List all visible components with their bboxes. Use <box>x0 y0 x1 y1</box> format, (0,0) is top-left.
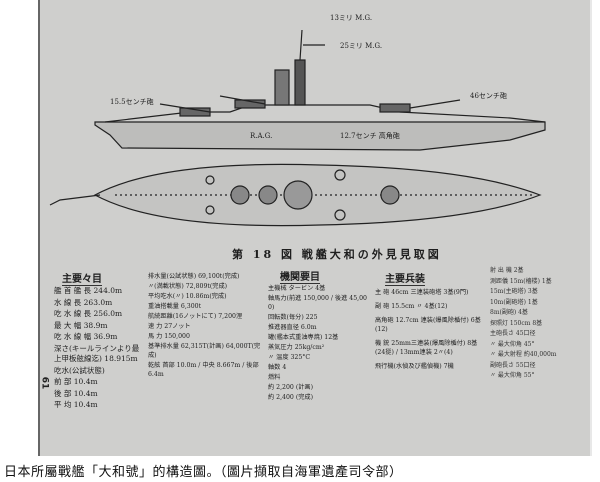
page-number: 61 <box>39 376 50 390</box>
row: 艦 首 艦 長 244.0m <box>54 286 123 295</box>
armament-list: 主 砲 46cm 三連装砲塔 3基(9門) 副 砲 15.5cm 〃 4基(12… <box>375 288 483 372</box>
label-13mm-mg: 13ミリ M.G. <box>330 14 372 22</box>
row: 前 部 10.4m <box>54 377 98 386</box>
row: 測距儀 15m(檣楼) 1基 <box>490 277 552 285</box>
label-rag: R.A.G. <box>250 132 272 140</box>
label-127cm-ha-gun: 12.7センチ 高角砲 <box>340 131 400 140</box>
row: 深さ(キールラインより最上甲板舷線迄) 18.915m <box>54 343 140 364</box>
row: 8m(副砲) 4基 <box>490 309 528 316</box>
row: 主 砲 46cm 三連装砲塔 3基(9門) <box>375 289 469 296</box>
row: 副 砲 15.5cm 〃 4基(12) <box>375 303 448 310</box>
row: 平 均 10.4m <box>54 400 98 409</box>
row: 回転数(毎分) 225 <box>268 314 318 321</box>
main-dims-heading: 主要々目 <box>62 270 102 286</box>
machinery-heading: 機関要目 <box>280 268 320 284</box>
row: 高角砲 12.7cm 連装(爆風除楯付) 6基(12) <box>375 317 481 333</box>
hull-side-view <box>94 121 546 151</box>
row: 吃 水 線 長 256.0m <box>54 309 123 318</box>
row: 射 出 機 2基 <box>490 267 524 274</box>
row: 探照灯 150cm 8基 <box>490 319 543 327</box>
row: 副砲長さ 55口径 <box>490 361 536 369</box>
row: 〃 温度 325°C <box>268 354 311 361</box>
row: 〃(満載状態) 72,809t(完成) <box>148 283 228 290</box>
row: 機 銃 25mm三連装(爆風除楯付) 8基(24挺) / 13mm連装 2〃(4… <box>375 340 478 356</box>
row: 約 2,200 (計画) <box>268 384 314 391</box>
row: 軸数 4 <box>268 364 287 371</box>
row: 排水量(公試状態) 69,100t(完成) <box>148 273 240 280</box>
row: 重油搭載量 6,300t <box>148 303 202 310</box>
armament-heading: 主要兵装 <box>385 270 425 286</box>
row: 最 大 幅 38.9m <box>54 320 108 330</box>
row: 約 2,400 (完成) <box>268 394 314 401</box>
row: 水 線 長 263.0m <box>54 297 113 307</box>
scanned-document: 13ミリ M.G. 25ミリ M.G. 15.5センチ砲 46センチ砲 12.7… <box>38 0 592 456</box>
yamato-schematic: 13ミリ M.G. 25ミリ M.G. 15.5センチ砲 46センチ砲 12.7… <box>49 14 546 227</box>
row: 〃 最大射程 約40,000m <box>490 351 557 358</box>
figure-title: 第 18 図 戦艦大和の外見見取図 <box>232 248 442 261</box>
row: 燃料 <box>268 374 281 381</box>
row: 乾舷 首部 10.0m / 中央 8.667m / 後部 6.4m <box>148 362 259 378</box>
row: 後 部 10.4m <box>54 388 98 398</box>
row: 基準排水量 62,315T(計画) 64,000T(完成) <box>148 343 261 359</box>
row: 罐(艦本式重油専焼) 12基 <box>268 334 339 341</box>
row: 〃 最大仰角 45° <box>490 340 535 348</box>
row: 馬 力 150,000 <box>148 333 190 340</box>
label-155cm-gun: 15.5センチ砲 <box>110 97 154 106</box>
image-caption: 日本所屬戰艦「大和號」的構造圖。（圖片擷取自海軍遺產司令部） <box>4 465 403 480</box>
row: 蒸気圧力 25kg/cm² <box>268 344 325 351</box>
displacement-list: 排水量(公試状態) 69,100t(完成) 〃(満載状態) 72,809t(完成… <box>148 272 262 380</box>
row: 吃水(公試状態) <box>54 365 105 375</box>
machinery-list: 主機械 タービン 4基 軸馬力(前進 150,000 / 後進 45,000) … <box>268 284 368 403</box>
row: 〃 最大仰角 55° <box>490 372 535 379</box>
main-dims-list: 艦 首 艦 長 244.0m 水 線 長 263.0m 吃 水 線 長 256.… <box>54 286 142 412</box>
row: 平均吃水(〃) 10.86m(完成) <box>148 293 227 300</box>
row: 15m(主砲塔) 3基 <box>490 288 538 295</box>
row: 航続距離(16ノットにて) 7,200浬 <box>148 313 243 320</box>
row: 10m(副砲塔) 1基 <box>490 298 538 306</box>
row: 主機械 タービン 4基 <box>268 285 326 292</box>
row: 推進器直径 6.0m <box>268 324 317 331</box>
row: 主砲長さ 45口径 <box>490 330 536 337</box>
label-46cm-gun: 46センチ砲 <box>470 91 507 100</box>
row: 飛行機(水偵及び艦偵機) 7機 <box>375 363 454 370</box>
other-equipment-list: 射 出 機 2基 測距儀 15m(檣楼) 1基 15m(主砲塔) 3基 10m(… <box>490 266 586 382</box>
row: 吃 水 線 幅 36.9m <box>54 332 118 341</box>
label-25mm-mg: 25ミリ M.G. <box>340 42 382 50</box>
row: 軸馬力(前進 150,000 / 後進 45,000) <box>268 295 367 311</box>
row: 速 力 27ノット <box>148 323 191 330</box>
